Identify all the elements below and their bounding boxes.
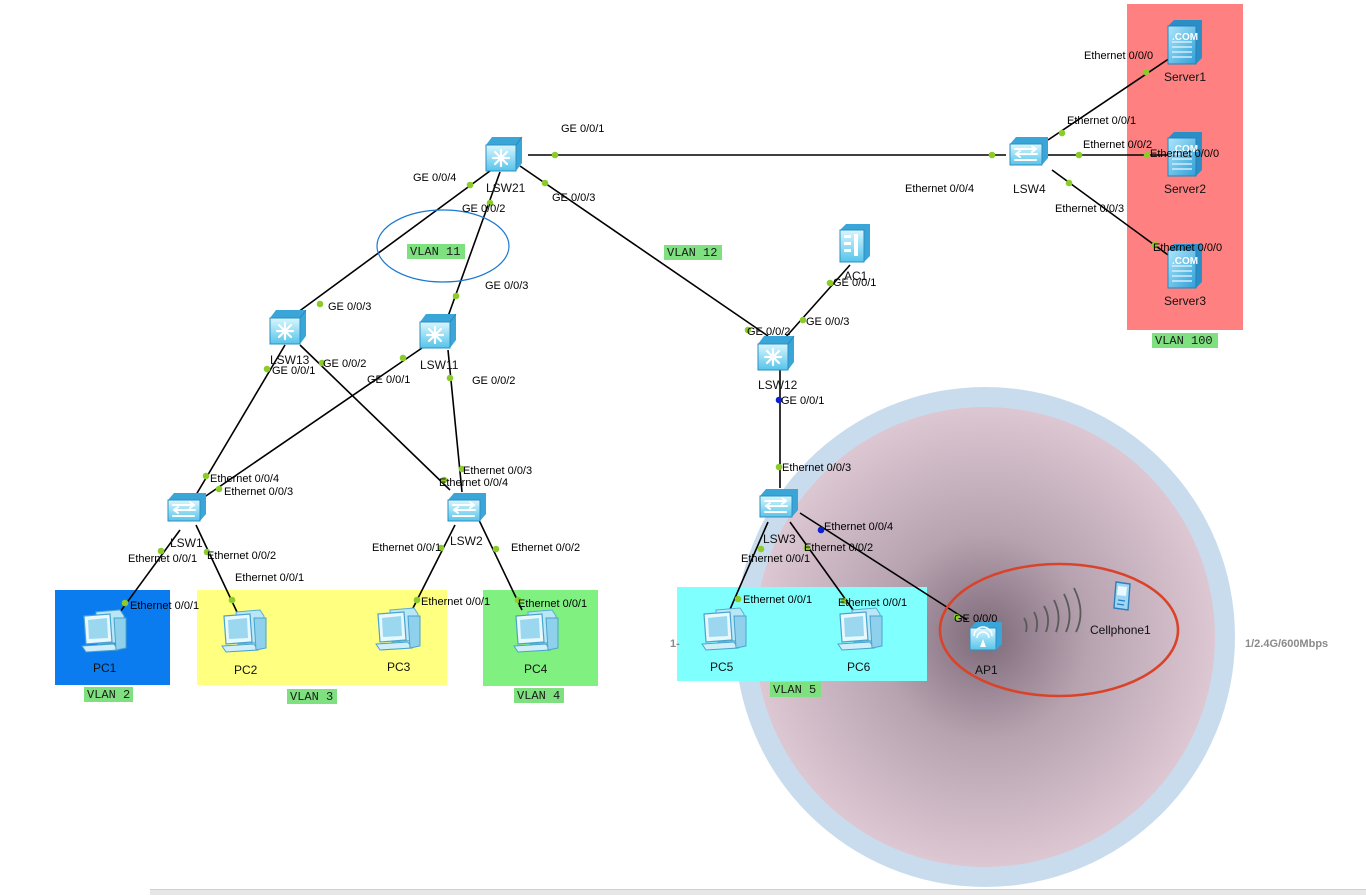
port-label: Ethernet 0/0/0	[1153, 242, 1222, 254]
lsw3-label: LSW3	[763, 532, 796, 546]
port-label: GE 0/0/3	[552, 192, 595, 204]
wlan-rate-label: 1/2.4G/600Mbps	[1245, 638, 1328, 650]
vlan11-ring	[376, 209, 510, 283]
cellphone1-label: Cellphone1	[1090, 623, 1151, 637]
ac1-controller-icon[interactable]	[839, 223, 871, 263]
port-label: Ethernet 0/0/1	[518, 598, 587, 610]
vlan5-tag: VLAN 5	[773, 683, 816, 697]
pc6-icon[interactable]	[837, 607, 883, 651]
port-label: GE 0/0/3	[328, 301, 371, 313]
lsw1-label: LSW1	[170, 536, 203, 550]
port-label: Ethernet 0/0/4	[439, 477, 508, 489]
port-label: Ethernet 0/0/2	[511, 542, 580, 554]
lsw4-label: LSW4	[1013, 182, 1046, 196]
port-label: Ethernet 0/0/3	[782, 462, 851, 474]
port-label: Ethernet 0/0/3	[224, 486, 293, 498]
server3-badge: .COM	[1172, 256, 1198, 267]
ap1-icon[interactable]	[969, 621, 1003, 651]
port-label: Ethernet 0/0/1	[128, 553, 197, 565]
port-label: Ethernet 0/0/0	[1150, 148, 1219, 160]
vlan-tags: VLAN 11 VLAN 12 VLAN 100 VLAN 2 VLAN 3 V…	[84, 244, 1218, 704]
vlan2-tag: VLAN 2	[87, 688, 130, 702]
pc1-icon[interactable]	[81, 609, 127, 653]
pc5-label: PC5	[710, 660, 734, 674]
port-label: GE 0/0/1	[781, 395, 824, 407]
canvas-bottom-scrollbar[interactable]	[150, 889, 1366, 895]
vlan3-tag: VLAN 3	[290, 690, 333, 704]
server2-badge: .COM	[1172, 144, 1198, 155]
port-label: GE 0/0/3	[485, 280, 528, 292]
lsw2-switch-icon[interactable]	[447, 492, 487, 522]
port-label: Ethernet 0/0/3	[463, 465, 532, 477]
pc4-icon[interactable]	[513, 609, 559, 653]
wlan-rate-label-left: 1-	[670, 638, 680, 650]
lsw12-label: LSW12	[758, 378, 798, 392]
lsw3-switch-icon[interactable]	[759, 488, 799, 518]
lsw2-label: LSW2	[450, 534, 483, 548]
server3-label: Server3	[1164, 294, 1206, 308]
lsw11-label: LSW11	[420, 358, 459, 372]
ap1-label: AP1	[975, 663, 998, 677]
port-label: GE 0/0/1	[367, 374, 410, 386]
ac1-label: AC1	[844, 269, 868, 283]
port-label: Ethernet 0/0/4	[210, 473, 279, 485]
pc2-icon[interactable]	[221, 609, 267, 653]
port-label: Ethernet 0/0/1	[1067, 115, 1136, 127]
port-label: GE 0/0/2	[472, 375, 515, 387]
port-label: Ethernet 0/0/0	[1084, 50, 1153, 62]
pc2-label: PC2	[234, 663, 258, 677]
server1-badge: .COM	[1172, 32, 1198, 43]
port-label: GE 0/0/1	[272, 365, 315, 377]
lsw1-switch-icon[interactable]	[167, 492, 207, 522]
port-label: Ethernet 0/0/1	[372, 542, 441, 554]
port-label: Ethernet 0/0/4	[824, 521, 893, 533]
lsw12-switch-icon[interactable]	[756, 334, 796, 372]
pc3-label: PC3	[387, 660, 411, 674]
port-label: GE 0/0/2	[747, 326, 790, 338]
port-label: Ethernet 0/0/2	[804, 542, 873, 554]
lsw4-switch-icon[interactable]	[1009, 136, 1049, 166]
vlan100-tag: VLAN 100	[1155, 334, 1213, 348]
port-label: Ethernet 0/0/1	[421, 596, 490, 608]
lsw13-label: LSW13	[270, 353, 310, 367]
lsw21-label: LSW21	[486, 181, 526, 195]
pc6-label: PC6	[847, 660, 871, 674]
lsw21-switch-icon[interactable]	[484, 135, 524, 173]
pc5-icon[interactable]	[701, 607, 747, 651]
port-label: Ethernet 0/0/1	[235, 572, 304, 584]
port-label: Ethernet 0/0/3	[1055, 203, 1124, 215]
port-label: GE 0/0/0	[954, 613, 997, 625]
cellphone1-icon[interactable]	[1113, 581, 1131, 611]
link-dots	[121, 68, 1159, 621]
vlan12-tag: VLAN 12	[667, 246, 717, 260]
port-label: GE 0/0/3	[806, 316, 849, 328]
port-label: Ethernet 0/0/1	[743, 594, 812, 606]
port-label: GE 0/0/4	[413, 172, 456, 184]
pc3-icon[interactable]	[375, 607, 421, 651]
port-label: Ethernet 0/0/1	[741, 553, 810, 565]
port-label: GE 0/0/1	[833, 277, 876, 289]
port-label: GE 0/0/2	[462, 203, 505, 215]
server2-label: Server2	[1164, 182, 1206, 196]
ap-ring	[938, 562, 1180, 698]
server1-label: Server1	[1164, 70, 1206, 84]
lsw11-switch-icon[interactable]	[418, 312, 458, 350]
vlan11-tag: VLAN 11	[410, 245, 460, 259]
port-label: Ethernet 0/0/1	[838, 597, 907, 609]
port-label: Ethernet 0/0/4	[905, 183, 974, 195]
port-labels: GE 0/0/1 GE 0/0/4 GE 0/0/2 GE 0/0/3 GE 0…	[128, 50, 1222, 625]
port-label: GE 0/0/1	[561, 123, 604, 135]
blue-link-dots	[775, 396, 825, 534]
port-label: Ethernet 0/0/1	[130, 600, 199, 612]
pc1-label: PC1	[93, 661, 117, 675]
wifi-signal-icon	[1023, 587, 1082, 633]
port-label: GE 0/0/2	[323, 358, 366, 370]
pc4-label: PC4	[524, 662, 548, 676]
lsw13-switch-icon[interactable]	[268, 308, 308, 346]
vlan4-tag: VLAN 4	[517, 689, 560, 703]
port-label: Ethernet 0/0/2	[1083, 139, 1152, 151]
port-label: Ethernet 0/0/2	[207, 550, 276, 562]
